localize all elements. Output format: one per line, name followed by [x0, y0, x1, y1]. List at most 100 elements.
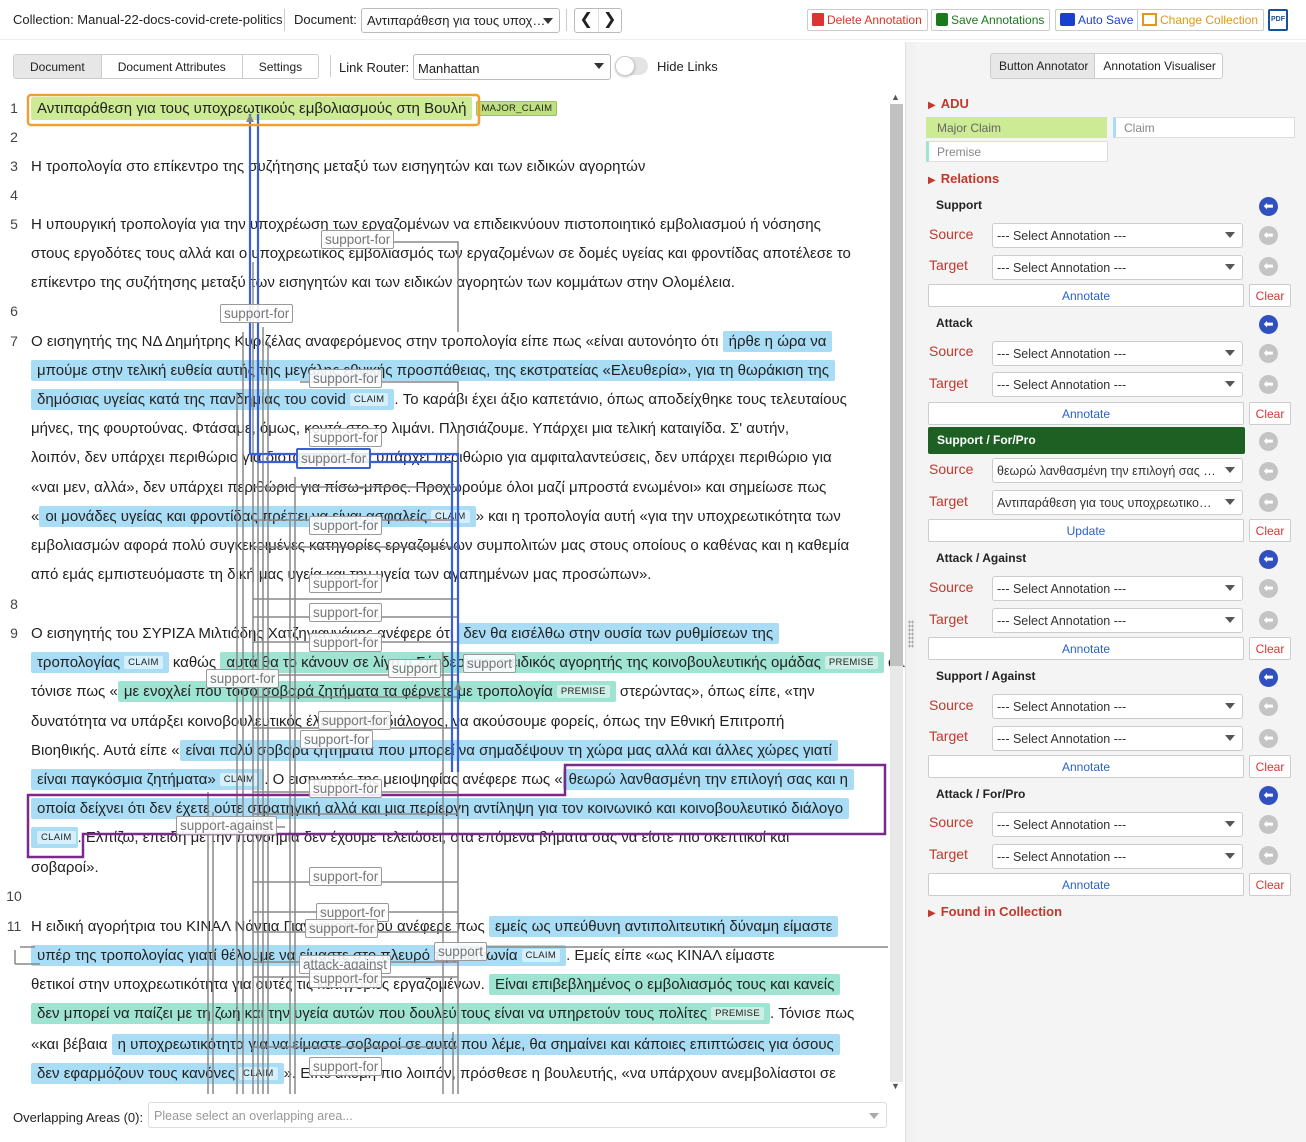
relation-label[interactable]: support-against [176, 816, 278, 835]
adu-section-header[interactable]: ▶ADU [928, 96, 969, 111]
hide-links-toggle[interactable] [615, 56, 648, 76]
annotation-premise[interactable]: Είναι επιβεβλημένος ο εμβολιασμός τους κ… [489, 974, 841, 995]
relation-support-for-pro-title[interactable]: Support / For/Pro [928, 427, 1245, 454]
tab-annotation-visualiser[interactable]: Annotation Visualiser [1103, 59, 1216, 73]
relation-label[interactable]: support-for [309, 1057, 383, 1076]
arrow-left-icon[interactable]: ⬅ [1259, 815, 1278, 834]
support-source-select[interactable]: --- Select Annotation --- [992, 223, 1243, 248]
relation-label[interactable]: support-for [309, 867, 383, 886]
document-text-area[interactable]: 1 Αντιπαράθεση για τους υποχρεωτικούς εμ… [0, 92, 905, 1094]
adu-major-claim-button[interactable]: Major Claim [926, 117, 1107, 138]
arrow-left-icon[interactable]: ⬅ [1259, 579, 1278, 598]
arrow-left-icon[interactable]: ⬅ [1259, 668, 1278, 687]
arrow-left-icon[interactable]: ⬅ [1259, 375, 1278, 394]
annotation-claim-selected[interactable]: θεωρώ λανθασμένη την επιλογή σας και η [562, 769, 854, 790]
attack-for-pro-target-select[interactable]: --- Select Annotation --- [992, 844, 1243, 869]
annotation-claim[interactable]: ήρθε η ώρα να [722, 331, 833, 352]
relation-label[interactable]: support-for [206, 669, 280, 688]
relation-label[interactable]: support-for [318, 711, 392, 730]
support-against-source-select[interactable]: --- Select Annotation --- [992, 694, 1243, 719]
arrow-left-icon[interactable]: ⬅ [1259, 344, 1278, 363]
scroll-thumb[interactable] [890, 104, 903, 666]
arrow-left-icon[interactable]: ⬅ [1259, 432, 1278, 451]
relation-label[interactable]: support-for [309, 574, 383, 593]
relation-label-selected[interactable]: support-for [296, 448, 372, 469]
annotation-claim-selected[interactable]: οποία δείχνει ότι δεν έχετε ούτε στρατηγ… [31, 798, 850, 819]
relation-label[interactable]: support-for [220, 304, 294, 323]
document-scrollbar[interactable]: ▲ ▼ [888, 92, 905, 1094]
annotation-claim[interactable]: μπούμε στην τελική ευθεία αυτής της μεγά… [31, 360, 836, 381]
relation-label[interactable]: support-for [309, 969, 383, 988]
adu-claim-button[interactable]: Claim [1113, 117, 1295, 138]
link-router-select[interactable]: Manhattan [413, 54, 611, 80]
arrow-left-icon[interactable]: ⬅ [1259, 786, 1278, 805]
arrow-left-icon[interactable]: ⬅ [1259, 462, 1278, 481]
support-against-clear-button[interactable]: Clear [1249, 755, 1291, 778]
annotation-claim[interactable]: υπέρ της τροπολογίας γιατί θέλουμε να εί… [31, 945, 567, 966]
arrow-left-icon[interactable]: ⬅ [1259, 315, 1278, 334]
support-against-target-select[interactable]: --- Select Annotation --- [992, 726, 1243, 751]
relation-label[interactable]: support-for [309, 779, 383, 798]
arrow-left-icon[interactable]: ⬅ [1259, 550, 1278, 569]
relation-label[interactable]: support-for [309, 369, 383, 388]
attack-source-select[interactable]: --- Select Annotation --- [992, 341, 1243, 366]
panel-splitter[interactable] [905, 42, 916, 1142]
relation-label[interactable]: support-for [309, 633, 383, 652]
attack-against-target-select[interactable]: --- Select Annotation --- [992, 608, 1243, 633]
support-clear-button[interactable]: Clear [1249, 284, 1291, 307]
tab-document-attributes[interactable]: Document Attributes [101, 55, 243, 78]
annotation-premise[interactable]: αυτά θα το κάνουν σε λίγο ο Σύνδεσμος, ο… [220, 652, 884, 673]
relation-label[interactable]: support-for [309, 516, 383, 535]
pdf-export-icon[interactable]: PDF [1268, 9, 1288, 31]
attack-annotate-button[interactable]: Annotate [928, 402, 1244, 425]
support-annotate-button[interactable]: Annotate [928, 284, 1244, 307]
scroll-up-icon[interactable]: ▲ [891, 92, 900, 102]
annotation-claim[interactable]: εμείς ως υπεύθυνη αντιπολιτευτική δύναμη… [488, 916, 839, 937]
attack-against-clear-button[interactable]: Clear [1249, 637, 1291, 660]
relation-label[interactable]: support [463, 654, 517, 673]
attack-against-annotate-button[interactable]: Annotate [928, 637, 1244, 660]
attack-clear-button[interactable]: Clear [1249, 402, 1291, 425]
support-for-pro-update-button[interactable]: Update [928, 519, 1244, 542]
tab-button-annotator[interactable]: Button Annotator [991, 54, 1096, 78]
relation-label[interactable]: support-for [309, 603, 383, 622]
document-select[interactable]: Αντιπαράθεση για τους υποχ… [361, 8, 560, 33]
relation-label[interactable]: support-for [309, 428, 383, 447]
tab-settings[interactable]: Settings [242, 55, 319, 78]
support-against-annotate-button[interactable]: Annotate [928, 755, 1244, 778]
support-for-pro-source-select[interactable]: θεωρώ λανθασμένη την επιλογή σας … [992, 458, 1243, 483]
change-collection-button[interactable]: Change Collection [1137, 9, 1265, 31]
relation-label[interactable]: support [434, 942, 488, 961]
relation-label[interactable]: support-for [305, 919, 379, 938]
arrow-left-icon[interactable]: ⬅ [1259, 697, 1278, 716]
support-target-select[interactable]: --- Select Annotation --- [992, 255, 1243, 280]
found-in-collection-header[interactable]: ▶Found in Collection [928, 904, 1062, 919]
scroll-down-icon[interactable]: ▼ [891, 1081, 900, 1091]
drag-handle-icon[interactable] [908, 620, 914, 648]
next-document-button[interactable]: ❯ [597, 9, 622, 32]
arrow-left-icon[interactable]: ⬅ [1259, 257, 1278, 276]
annotation-claim[interactable]: δεν θα εισέλθω στην ουσία των ρυθμίσεων … [457, 623, 780, 644]
support-for-pro-target-select[interactable]: Αντιπαράθεση για τους υποχρεωτικο… [992, 490, 1243, 515]
arrow-left-icon[interactable]: ⬅ [1259, 846, 1278, 865]
annotation-claim[interactable]: η υποχρεωτικότητα για να είμαστε σοβαροί… [111, 1034, 840, 1055]
relation-label[interactable]: support-for [321, 230, 395, 249]
relation-label[interactable]: support-for [300, 730, 374, 749]
previous-document-button[interactable]: ❮ [579, 11, 593, 28]
support-for-pro-clear-button[interactable]: Clear [1249, 519, 1291, 542]
attack-for-pro-source-select[interactable]: --- Select Annotation --- [992, 812, 1243, 837]
relation-label[interactable]: support [388, 659, 442, 678]
arrow-left-icon[interactable]: ⬅ [1259, 197, 1278, 216]
annotation-major-claim[interactable]: Αντιπαράθεση για τους υποχρεωτικούς εμβο… [31, 97, 473, 120]
arrow-left-icon[interactable]: ⬅ [1259, 611, 1278, 630]
auto-save-button[interactable]: Auto Save [1055, 9, 1140, 31]
tab-document[interactable]: Document [14, 55, 102, 78]
annotation-claim-selected[interactable]: CLAIM [31, 827, 78, 848]
attack-target-select[interactable]: --- Select Annotation --- [992, 372, 1243, 397]
annotation-premise[interactable]: δεν μπορεί να παίζει με τη ζωή και την υ… [31, 1003, 770, 1024]
arrow-left-icon[interactable]: ⬅ [1259, 493, 1278, 512]
delete-annotation-button[interactable]: Delete Annotation [807, 9, 928, 31]
annotation-claim[interactable]: είναι παγκόσμια ζητήματα»CLAIM [31, 769, 265, 790]
attack-for-pro-annotate-button[interactable]: Annotate [928, 873, 1244, 896]
